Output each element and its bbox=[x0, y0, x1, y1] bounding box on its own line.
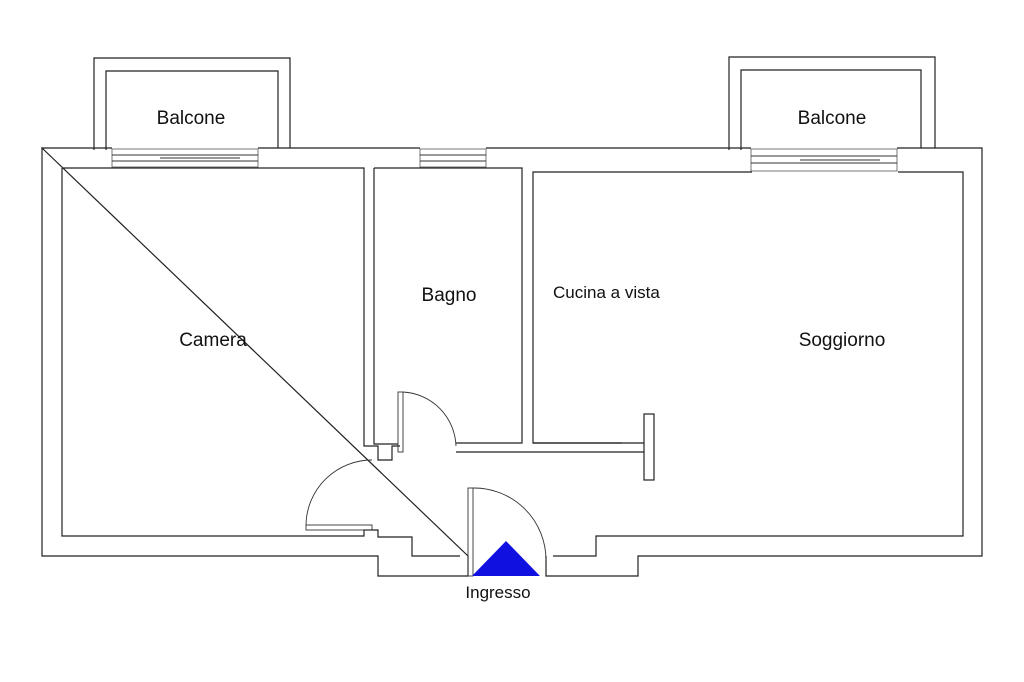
window-bagno bbox=[419, 148, 487, 168]
kitchen-partition bbox=[643, 413, 655, 481]
label-bagno: Bagno bbox=[422, 285, 477, 306]
interior-wall-outline bbox=[61, 168, 460, 557]
balcony-right bbox=[728, 56, 936, 150]
camera-wall bbox=[62, 167, 400, 461]
label-cucina: Cucina a vista bbox=[553, 283, 660, 302]
camera-door bbox=[305, 459, 373, 531]
bagno-wall bbox=[373, 167, 523, 445]
window-camera bbox=[111, 148, 259, 168]
entrance-marker-icon bbox=[472, 541, 540, 576]
label-balcone-left: Balcone bbox=[157, 108, 226, 129]
label-ingresso: Ingresso bbox=[465, 583, 530, 602]
exterior-wall bbox=[41, 146, 983, 577]
window-soggiorno bbox=[750, 148, 898, 172]
bagno-door bbox=[397, 391, 457, 453]
balcony-left bbox=[93, 57, 291, 150]
label-soggiorno: Soggiorno bbox=[799, 330, 886, 351]
label-balcone-right: Balcone bbox=[798, 108, 867, 129]
entrance-door bbox=[467, 487, 547, 577]
label-camera: Camera bbox=[179, 330, 247, 351]
